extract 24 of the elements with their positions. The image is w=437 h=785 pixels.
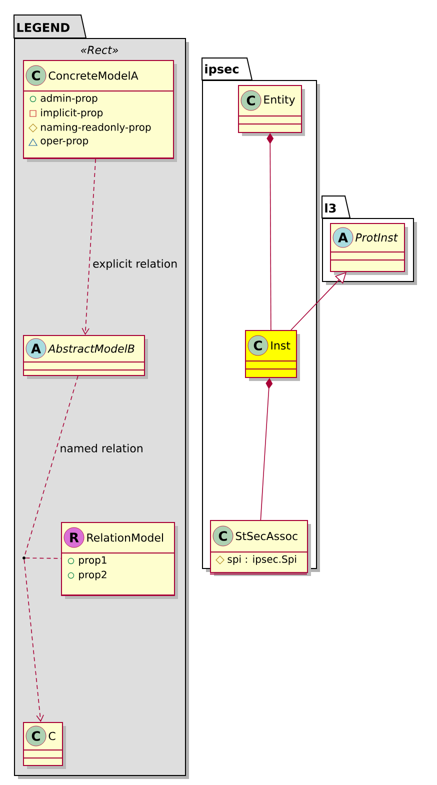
node-label: LEGEND	[17, 22, 70, 32]
member-text: oper-prop	[40, 138, 88, 146]
connector	[82, 158, 96, 335]
connector	[25, 558, 62, 559]
connector	[266, 133, 274, 330]
node-label: ipsec	[205, 64, 238, 76]
member-text: naming-readonly-prop	[41, 123, 151, 133]
class-box: A AbstractModelB	[22, 335, 148, 379]
member-text: prop2	[79, 570, 106, 580]
node-label: l3	[325, 203, 336, 213]
member-text: admin-prop	[40, 94, 98, 104]
class-box: C Inst	[244, 330, 300, 381]
connector	[260, 378, 273, 520]
member-text: spi : ipsec.Spi	[228, 555, 296, 565]
stereotype-label: «Rect»	[81, 46, 118, 54]
connector	[24, 376, 78, 557]
edge-label: explicit relation	[92, 258, 179, 271]
class-box: C Entity	[238, 85, 305, 136]
member-text: prop1	[79, 556, 106, 566]
class-box: A ProtInst	[330, 223, 408, 275]
member-text: implicit-prop	[41, 108, 103, 118]
connector	[290, 272, 346, 330]
class-box: C C	[22, 722, 66, 769]
connector	[24, 559, 44, 722]
